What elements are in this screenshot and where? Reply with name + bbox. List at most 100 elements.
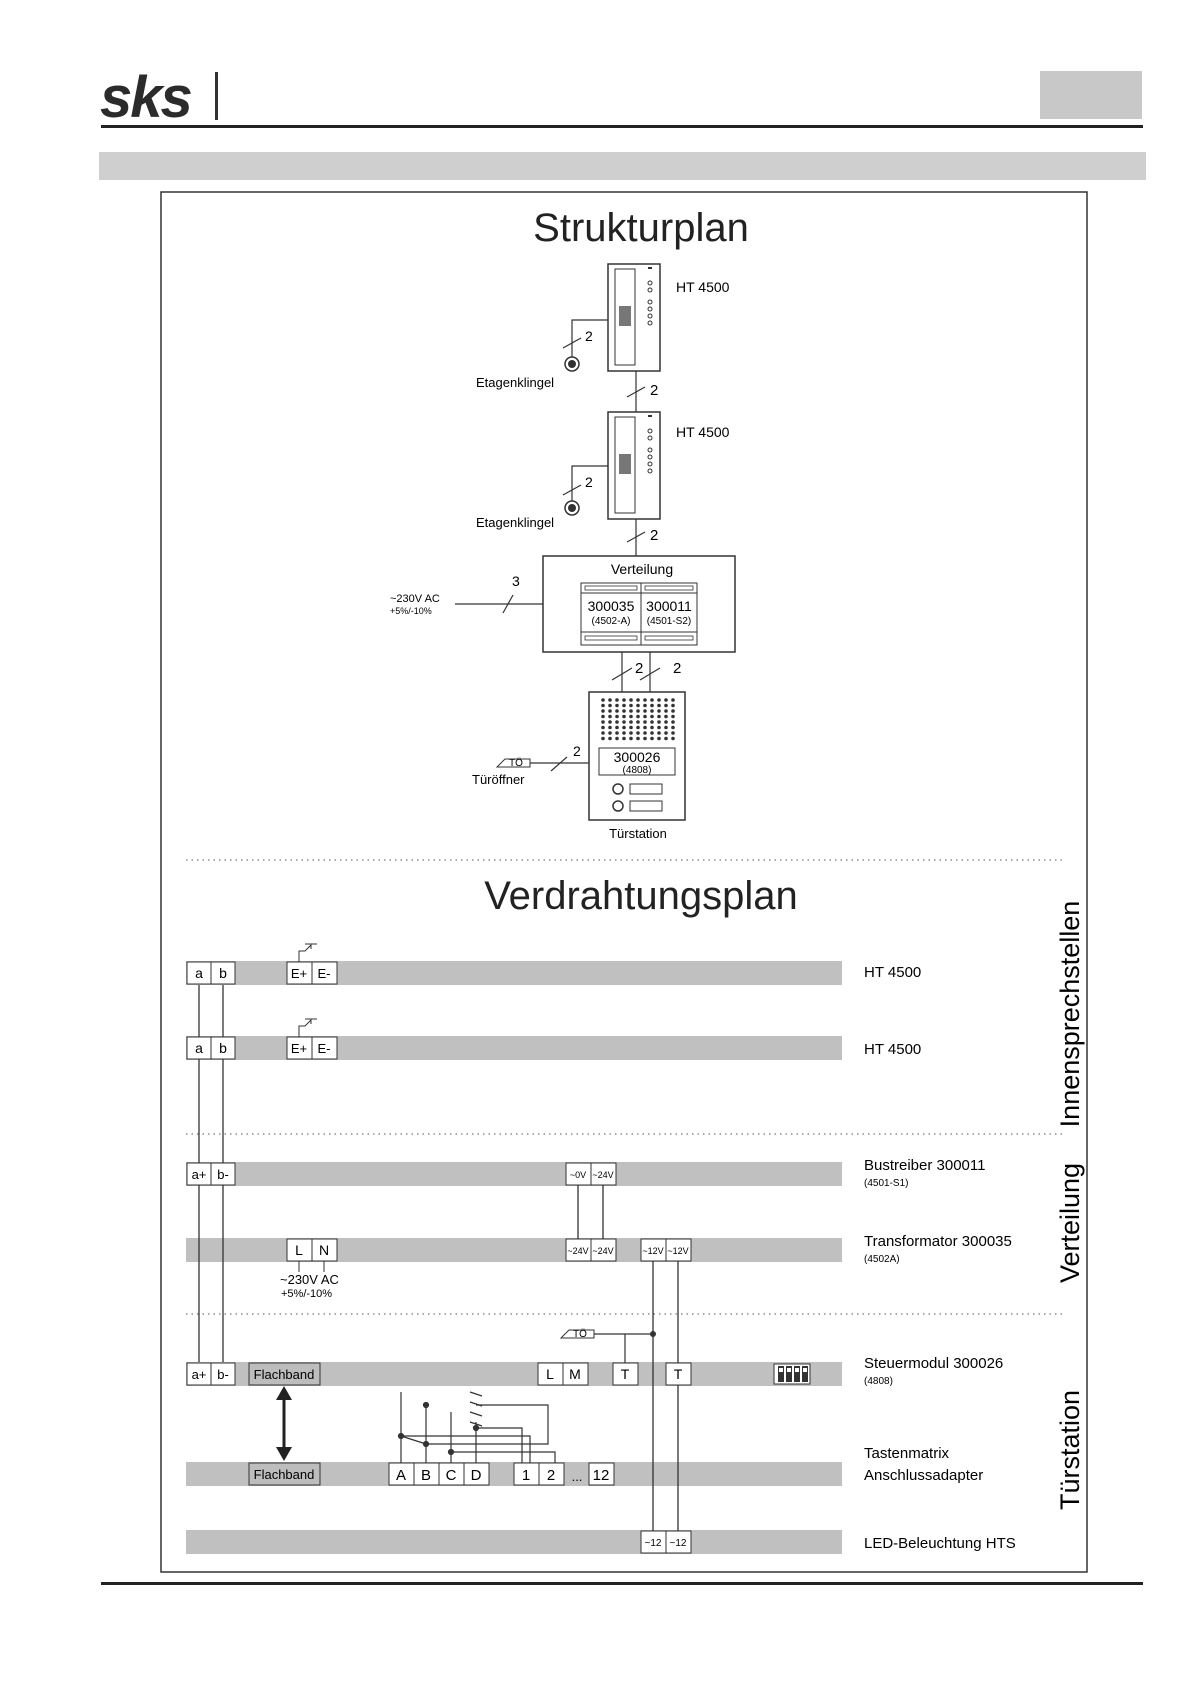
speaker-grille-dot <box>671 720 675 724</box>
speaker-grille-dot <box>636 725 640 730</box>
term-12v: ~12V <box>667 1246 688 1256</box>
speaker-grille-dot <box>664 736 668 741</box>
speaker-grille-dot <box>615 731 619 735</box>
speaker-grille-dot <box>643 714 647 719</box>
header-rule <box>101 125 1143 128</box>
module-2-id: 300011 <box>646 598 692 614</box>
row-sub-5: (4808) <box>864 1376 893 1387</box>
term-e-plus: E+ <box>291 1041 307 1056</box>
speaker-grille-dot <box>636 703 640 708</box>
door-opener-label: Türöffner <box>472 772 525 787</box>
term-24v: ~24V <box>592 1170 613 1180</box>
row-label-3: Bustreiber 300011 <box>864 1157 985 1174</box>
speaker-grille-dot <box>671 725 675 730</box>
term-b: b <box>219 965 227 981</box>
speaker-grille-dot <box>622 720 626 724</box>
logo-divider <box>215 72 218 120</box>
speaker-grille-dot <box>615 725 619 730</box>
bus-wire-count: 2 <box>650 382 658 399</box>
speaker-grille-dot <box>608 714 612 719</box>
speaker-grille-dot <box>643 703 647 708</box>
speaker-grille-dot <box>664 703 668 708</box>
wire-tick <box>626 531 646 543</box>
term-e-plus: E+ <box>291 966 307 981</box>
term-C: C <box>446 1467 457 1484</box>
mains-wire-count: 3 <box>512 573 520 589</box>
door-module-id: 300026 <box>614 749 661 765</box>
row-label-2: HT 4500 <box>864 1041 921 1058</box>
door-station-label: Türstation <box>609 826 667 841</box>
speaker-grille-dot <box>657 720 661 724</box>
speaker-grille-dot <box>657 714 661 719</box>
speaker-grille-dot <box>636 731 640 735</box>
wire-tick <box>639 667 661 681</box>
term-a-plus: a+ <box>192 1167 207 1182</box>
speaker-grille-dot <box>636 720 640 724</box>
speaker-grille-dot <box>622 714 626 719</box>
bell-2-label: Etagenklingel <box>476 515 554 530</box>
term-24v: ~24V <box>592 1246 613 1256</box>
term-N: N <box>319 1242 329 1258</box>
bell-2 <box>562 465 608 516</box>
door-opener-wire-count: 2 <box>573 743 581 759</box>
door-station <box>588 691 686 821</box>
term-1: 1 <box>522 1467 530 1484</box>
mains-label: ~230V AC <box>390 593 440 605</box>
diagram-frame: Strukturplan HT 4500 2 Etagenklingel 2 <box>160 191 1088 1573</box>
door-bus-count-1: 2 <box>635 660 643 677</box>
door-opener-symbol-text: TÖ <box>509 757 523 769</box>
speaker-grille-dot <box>671 714 675 719</box>
door-opener-symbol <box>495 756 589 772</box>
term-T: T <box>621 1366 630 1382</box>
speaker-grille-dot <box>664 731 668 735</box>
terminal-block <box>640 1530 692 1554</box>
wire-tick <box>611 667 633 681</box>
speaker-grille-dot <box>622 698 626 702</box>
speaker-grille-dot <box>615 703 619 708</box>
bell-2-wire-count: 2 <box>585 474 593 490</box>
speaker-grille-dot <box>629 709 633 713</box>
speaker-grille-dot <box>601 731 605 735</box>
speaker-grille-dot <box>650 698 654 702</box>
term-flachband: Flachband <box>254 1467 315 1482</box>
term-led-12-2: ~12 <box>670 1538 687 1549</box>
term-a: a <box>195 1040 203 1056</box>
button-matrix-wiring <box>397 1391 556 1463</box>
module-1-sub: (4502-A) <box>592 616 631 627</box>
speaker-grille-dot <box>650 720 654 724</box>
terminal-block <box>248 1462 615 1486</box>
handset-2-label: HT 4500 <box>676 424 730 440</box>
speaker-grille-dot <box>650 709 654 713</box>
row-label-5: Steuermodul 300026 <box>864 1355 1003 1372</box>
handset-2 <box>607 411 661 520</box>
speaker-grille-dot <box>671 703 675 708</box>
speaker-grille-dot <box>671 698 675 702</box>
speaker-grille-dot <box>601 720 605 724</box>
term-L: L <box>546 1366 554 1382</box>
speaker-grille-dot <box>622 736 626 741</box>
speaker-grille-dot <box>601 736 605 741</box>
speaker-grille-dot <box>622 725 626 730</box>
header-gray-box <box>1040 71 1142 119</box>
speaker-grille-dot <box>650 714 654 719</box>
term-L: L <box>295 1242 303 1258</box>
speaker-grille-dot <box>629 731 633 735</box>
speaker-grille-dot <box>643 725 647 730</box>
term-2: 2 <box>547 1467 555 1484</box>
door-opener-symbol-text-2: TÖ <box>573 1328 587 1340</box>
row-label-6: Tastenmatrix <box>864 1445 950 1462</box>
speaker-grille-dot <box>643 698 647 702</box>
section-label-tuerstation: Türstation <box>1055 1390 1085 1510</box>
speaker-grille-dot <box>629 714 633 719</box>
speaker-grille-dot <box>615 709 619 713</box>
bell-1 <box>562 319 608 372</box>
distribution-title: Verteilung <box>611 561 673 577</box>
rail-ht4500-1 <box>186 961 842 985</box>
speaker-grille-dot <box>643 731 647 735</box>
term-A: A <box>396 1467 406 1484</box>
speaker-grille-dot <box>601 703 605 708</box>
term-B: B <box>421 1467 431 1484</box>
speaker-grille-dot <box>608 720 612 724</box>
term-a-plus: a+ <box>192 1367 207 1382</box>
speaker-grille-dot <box>650 736 654 741</box>
